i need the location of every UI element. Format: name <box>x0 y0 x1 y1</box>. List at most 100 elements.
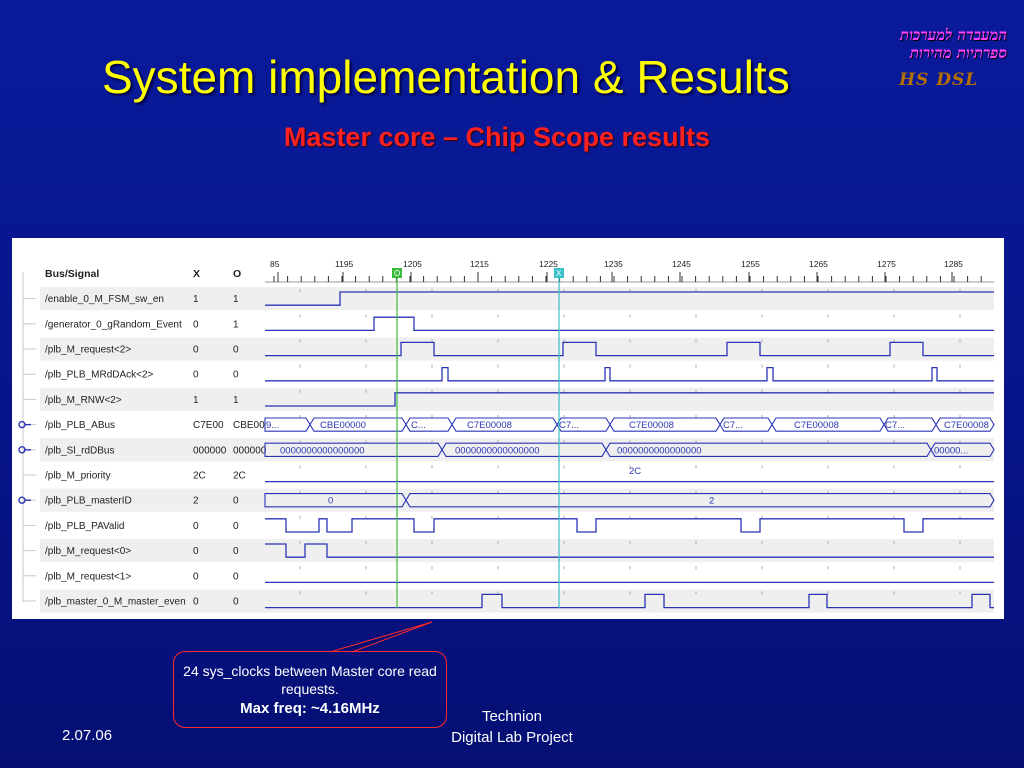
bus-value-label: C7E00008 <box>467 420 512 431</box>
slide-title: System implementation & Results <box>102 51 790 103</box>
signal-x-value: 1 <box>193 294 199 305</box>
bus-segment <box>405 493 995 508</box>
footer-line1: Technion <box>481 708 543 725</box>
signal-name: /generator_0_gRandom_Event <box>45 319 182 330</box>
signal-waveform <box>265 593 994 609</box>
footer-line2: Digital Lab Project <box>451 729 573 746</box>
time-label: 1195 <box>335 259 354 269</box>
bus-value-label: 2 <box>709 496 714 507</box>
signal-name: /plb_PLB_ABus <box>45 420 115 431</box>
cursor-x-marker-label: O <box>394 269 400 278</box>
time-label: 1225 <box>539 259 558 269</box>
signal-row <box>40 564 994 588</box>
signal-waveform <box>265 392 994 407</box>
signal-o-value: 1 <box>233 294 239 305</box>
logo-hs-dsl: HS DSL <box>899 70 979 90</box>
signal-row <box>40 362 994 386</box>
time-label: 1215 <box>470 259 489 269</box>
signal-o-value: 1 <box>233 395 239 406</box>
bus-value-label: 0000000000000000 <box>280 445 365 456</box>
signal-x-value: 0 <box>193 345 199 356</box>
signal-row <box>40 387 994 411</box>
signal-row <box>40 513 994 537</box>
signal-o-value: 0 <box>233 571 239 582</box>
signal-x-value: C7E00 <box>193 420 224 431</box>
signal-o-value: 0 <box>233 370 239 381</box>
bus-value-label: C7E00008 <box>629 420 674 431</box>
slide-date: 2.07.06 <box>62 727 113 744</box>
signal-x-value: 2 <box>193 496 199 507</box>
signal-row <box>40 589 994 613</box>
signal-waveform <box>265 291 994 306</box>
signal-x-value: 2C <box>193 471 206 482</box>
signal-o-value: 000000 <box>233 445 267 456</box>
signal-o-value: 2C <box>233 471 246 482</box>
bus-value-label: 0 <box>328 496 333 507</box>
header-x: X <box>193 268 200 280</box>
cursor-x-marker <box>392 268 402 278</box>
bus-value-label: 9... <box>266 420 279 431</box>
signal-o-value: 0 <box>233 496 239 507</box>
signal-row <box>40 312 994 336</box>
signal-x-value: 000000 <box>193 445 227 456</box>
signal-waveform <box>265 366 994 382</box>
time-label: 1205 <box>403 259 422 269</box>
bus-value-label: C7... <box>723 420 743 431</box>
bus-value-label: C7... <box>559 420 579 431</box>
signal-o-value: 0 <box>233 521 239 532</box>
bus-value-label: 0000000000000000 <box>455 445 540 456</box>
signal-waveform <box>265 518 994 533</box>
signal-row <box>40 413 994 437</box>
callout-box: 24 sys_clocks between Master core read r… <box>173 651 447 728</box>
signal-row <box>40 488 994 512</box>
signal-o-value: 1 <box>233 319 239 330</box>
slide-subtitle: Master core – Chip Scope results <box>283 122 711 152</box>
signal-x-value: 0 <box>193 571 199 582</box>
time-label: 1285 <box>944 259 963 269</box>
signal-waveform <box>265 543 994 558</box>
header-o: O <box>233 268 241 280</box>
signal-o-value: CBE00 <box>233 420 265 431</box>
signal-o-value: 0 <box>233 597 239 608</box>
signal-x-value: 0 <box>193 370 199 381</box>
bus-value-label: C7E00008 <box>794 420 839 431</box>
signal-waveform <box>265 341 994 357</box>
cursor-o-marker-label: X <box>556 269 562 278</box>
signal-row <box>40 539 994 563</box>
logo-hebrew-line2: ספרתיות מהירות <box>909 44 1007 62</box>
time-label: 1235 <box>604 259 623 269</box>
signal-name: /plb_M_priority <box>45 471 111 482</box>
bus-value-label: 2C <box>629 466 641 477</box>
bus-value-label: C7E00008 <box>944 420 989 431</box>
signal-name: /plb_M_request<1> <box>45 571 131 582</box>
signal-name: /plb_M_request<0> <box>45 546 131 557</box>
signal-name: /plb_M_RNW<2> <box>45 395 122 406</box>
callout-text: 24 sys_clocks between Master core read r… <box>183 663 437 697</box>
time-label: 85 <box>270 259 280 269</box>
signal-x-value: 0 <box>193 521 199 532</box>
bus-value-label: 0000000000000000 <box>617 445 702 456</box>
signal-waveform <box>265 316 994 332</box>
bus-segment <box>930 442 995 457</box>
signal-x-value: 0 <box>193 319 199 330</box>
bus-value-label: 00000... <box>934 445 968 456</box>
signal-name: /plb_Sl_rdDBus <box>45 445 114 456</box>
bus-value-label: C... <box>411 420 426 431</box>
header-bus-signal: Bus/Signal <box>45 268 99 280</box>
time-label: 1245 <box>672 259 691 269</box>
bus-value-label: C7... <box>885 420 905 431</box>
signal-x-value: 0 <box>193 597 199 608</box>
signal-o-value: 0 <box>233 345 239 356</box>
signal-row <box>40 337 994 361</box>
time-label: 1255 <box>741 259 760 269</box>
signal-name: /plb_PLB_PAValid <box>45 521 125 532</box>
signal-o-value: 0 <box>233 546 239 557</box>
waveform-header: Bus/Signal X O <box>45 268 241 280</box>
signal-row <box>40 287 994 311</box>
signal-x-value: 0 <box>193 546 199 557</box>
signal-name: /plb_PLB_MRdDAck<2> <box>45 370 154 381</box>
time-label: 1275 <box>877 259 896 269</box>
signal-name: /plb_PLB_masterID <box>45 496 132 507</box>
